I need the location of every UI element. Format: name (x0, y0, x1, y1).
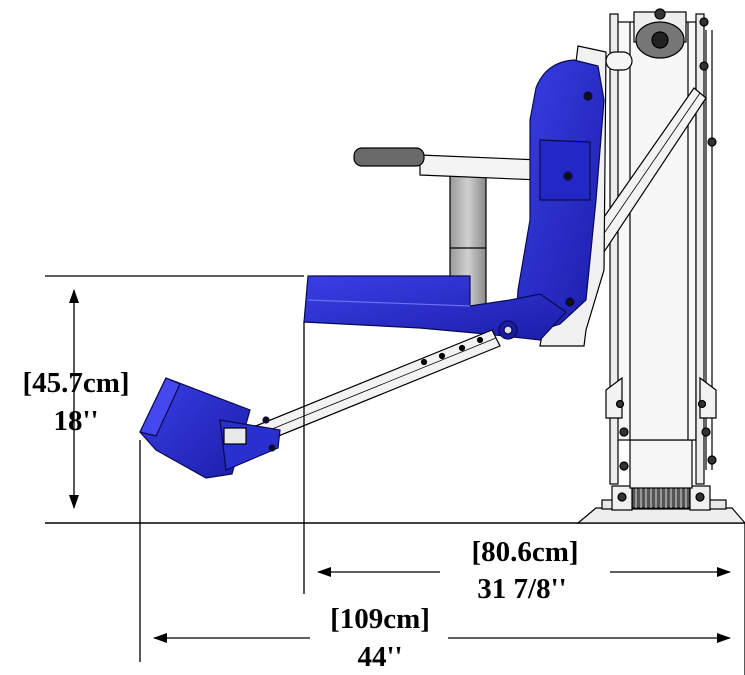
seat-reach-dimension (303, 322, 745, 675)
footrest-reach-metric: [109cm] (330, 603, 430, 635)
seat-reach-imperial: 31 7/8'' (477, 573, 566, 605)
seat-height-dimension (45, 275, 304, 509)
lift-seat (303, 59, 605, 341)
footrest (139, 377, 281, 479)
seat-reach-metric: [80.6cm] (471, 536, 578, 568)
footrest-reach-dimension (139, 440, 731, 662)
footrest-reach-imperial: 44'' (357, 641, 402, 673)
seat-height-metric: [45.7cm] (22, 367, 129, 399)
seat-height-imperial: 18'' (53, 405, 98, 437)
